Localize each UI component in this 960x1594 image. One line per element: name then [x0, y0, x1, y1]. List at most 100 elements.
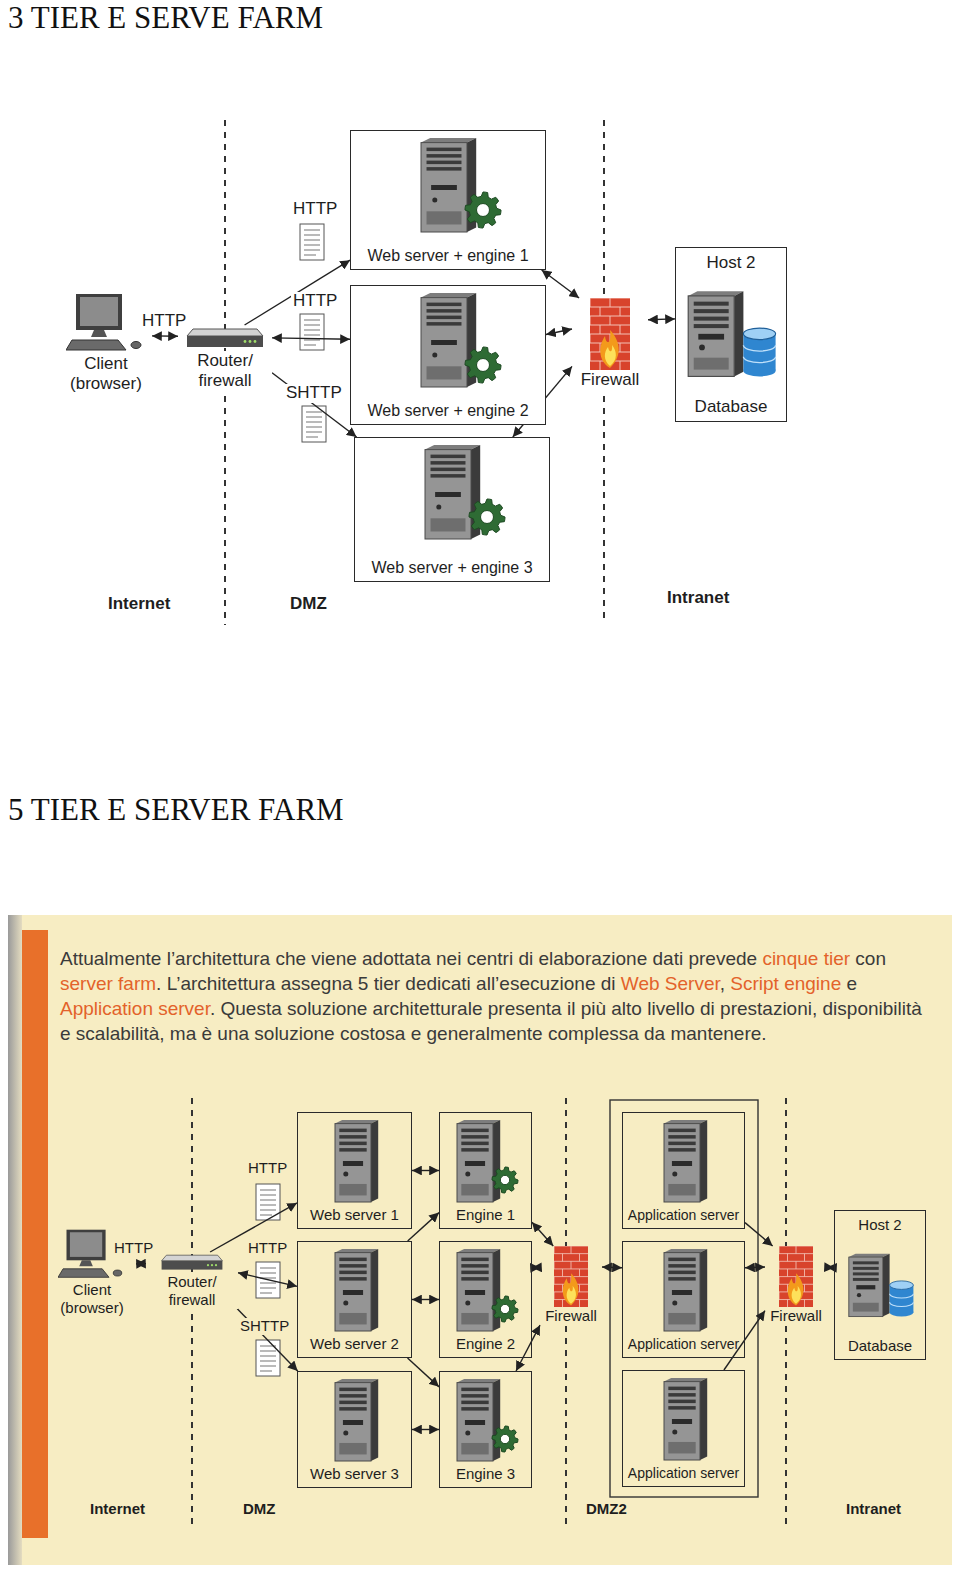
firewall-wall: [554, 1246, 588, 1307]
power-button: [465, 1301, 470, 1306]
icon-drawing: [554, 1246, 588, 1307]
mortar: [562, 1254, 563, 1262]
accent-bar: [22, 930, 48, 1538]
node-label: Engine 2: [456, 1335, 515, 1353]
power-button: [699, 345, 705, 351]
web-server-box: Web server 2: [297, 1241, 412, 1358]
drive-bay: [461, 1135, 488, 1139]
scan-shadow: [8, 915, 22, 1565]
mortar: [562, 1300, 563, 1308]
document-icon: [256, 1340, 280, 1376]
server-front: [849, 1257, 883, 1317]
zone-label: Intranet: [846, 1500, 901, 1517]
drive-bay: [339, 1264, 366, 1268]
drive-bay: [461, 1142, 488, 1146]
server-top: [849, 1253, 890, 1256]
power-button: [343, 1431, 348, 1436]
gear-icon: [492, 1426, 518, 1452]
highlight-text: cinque tier: [762, 948, 850, 969]
paragraph-text: e: [846, 973, 857, 994]
icon-group: [421, 293, 501, 387]
connector: [412, 1429, 439, 1430]
server-icon: [325, 1118, 385, 1204]
firewall-wall: [779, 1246, 813, 1307]
disk-slot: [856, 1285, 875, 1289]
icon-group: [335, 1379, 378, 1461]
database-ring: [744, 345, 776, 351]
mortar: [590, 316, 591, 325]
server-box: Web server + engine 1: [350, 130, 546, 270]
drive-bay: [668, 1264, 695, 1268]
highlight-text: Application server: [60, 998, 210, 1019]
paragraph-text: con: [855, 948, 886, 969]
drive-bay: [431, 455, 466, 459]
drive-bay: [339, 1135, 366, 1139]
gear-hole: [477, 359, 490, 372]
icon-group: [66, 294, 141, 350]
vent: [668, 1184, 695, 1195]
drive-bay: [668, 1406, 695, 1410]
wsbox-icon: [383, 136, 513, 236]
icon-drawing: [590, 298, 630, 370]
gear-icon: [465, 192, 501, 228]
mortar: [571, 1261, 572, 1269]
drive-bay: [461, 1277, 488, 1281]
router-led: [254, 340, 257, 343]
zone-label: DMZ2: [586, 1500, 627, 1517]
drive-bay: [339, 1407, 366, 1411]
highlight-text: Web Server: [621, 973, 720, 994]
connector: [412, 1170, 439, 1171]
mortar: [571, 1246, 572, 1254]
server-icon: [654, 1118, 714, 1204]
node-label: Router/ firewall: [146, 1273, 238, 1309]
drive-bay: [461, 1258, 488, 1262]
mortar: [610, 298, 611, 307]
icon-drawing: [325, 1118, 385, 1204]
mortar: [620, 343, 621, 352]
mortar: [554, 1261, 555, 1269]
flame-core: [605, 345, 616, 366]
disk-slot: [435, 492, 461, 497]
drive-bay: [339, 1401, 366, 1405]
mouse: [113, 1270, 122, 1276]
drive-bay: [431, 468, 466, 472]
mortar: [554, 1292, 555, 1300]
disk-slot: [431, 340, 457, 345]
host-icon: [679, 289, 783, 381]
gear-hole: [500, 1304, 509, 1313]
icon-drawing: [387, 443, 517, 543]
database-top: [889, 1280, 913, 1289]
mortar: [600, 325, 601, 334]
drive-bay: [427, 161, 462, 165]
drive-bay: [853, 1272, 879, 1275]
node-label: Database: [695, 397, 768, 417]
database-top: [744, 328, 776, 340]
server-top: [457, 1379, 500, 1383]
disk-slot: [464, 1161, 484, 1166]
mortar: [779, 1292, 780, 1300]
application-server-box: Application server: [622, 1241, 745, 1358]
mortar: [779, 1268, 813, 1269]
engine-box: Engine 1: [439, 1112, 532, 1229]
node-label: Application server: [628, 1465, 739, 1482]
highlight-text: Script engine: [730, 973, 841, 994]
connector: [272, 338, 350, 339]
server-top: [457, 1249, 500, 1253]
drive-bay: [668, 1135, 695, 1139]
database-host: Host 2Database: [834, 1210, 926, 1360]
monitor: [67, 1230, 106, 1261]
zone-label: DMZ: [290, 594, 327, 614]
firewall: Firewall: [540, 1246, 602, 1325]
server-front: [664, 1382, 700, 1460]
icon-drawing: [449, 1377, 523, 1463]
server-front: [335, 1383, 371, 1461]
protocol-label: HTTP: [291, 200, 339, 219]
mortar: [554, 1246, 555, 1254]
monitor-stand: [91, 330, 107, 337]
disk-slot: [431, 185, 457, 190]
flame: [600, 330, 618, 368]
disk-slot: [699, 334, 725, 340]
node-label: Web server 2: [310, 1335, 399, 1353]
server-front: [335, 1124, 371, 1202]
protocol-label: HTTP: [246, 1160, 289, 1177]
